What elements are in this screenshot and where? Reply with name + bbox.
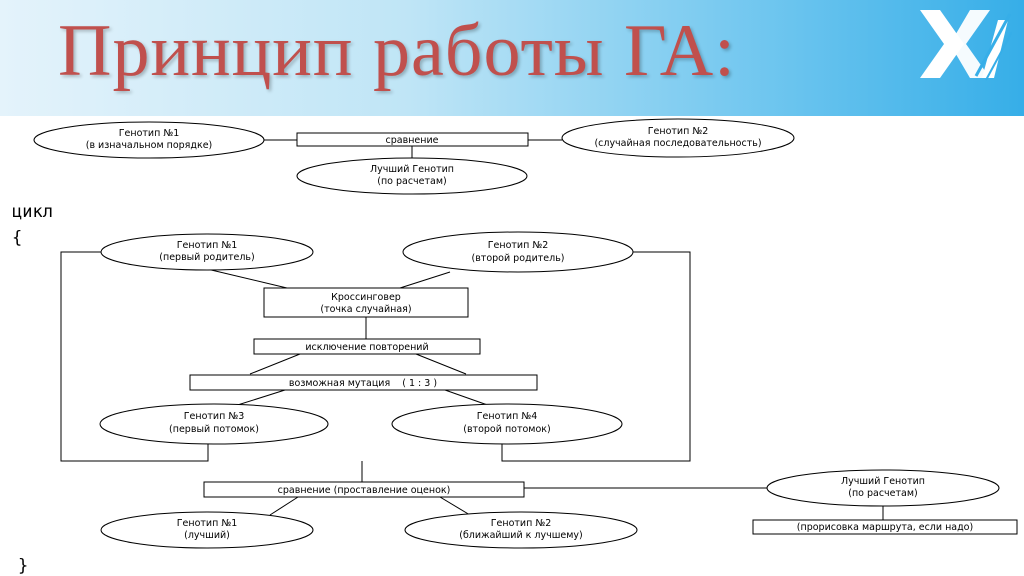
evaluate-label: сравнение (проставление оценок): [278, 485, 451, 496]
loop-open-brace: {: [12, 228, 23, 248]
parent1-desc: (первый родитель): [159, 252, 254, 263]
best-genotype-result-desc: (по расчетам): [848, 488, 918, 499]
genotype1-initial-desc: (в изначальном порядке): [86, 140, 213, 151]
best1-node: Генотип №1 (лучший): [100, 511, 314, 549]
crossover-desc: (точка случайная): [320, 304, 411, 315]
loop-keyword: цикл: [12, 202, 53, 222]
genotype2-random-node: Генотип №2 (случайная последовательность…: [561, 118, 795, 158]
child2-title: Генотип №4: [477, 411, 538, 422]
best2-title: Генотип №2: [491, 518, 552, 529]
parent1-title: Генотип №1: [177, 240, 238, 251]
title-banner: Принцип работы ГА:: [0, 0, 1024, 116]
xai-logo-icon: [920, 10, 1012, 81]
child2-node: Генотип №4 (второй потомок): [391, 403, 623, 445]
ga-flow-diagram: цикл { } Генотип №1 (в изнач: [0, 116, 1024, 576]
compare-label: сравнение: [386, 135, 439, 146]
mutation-node: возможная мутация ( 1 : 3 ): [189, 374, 538, 391]
crossover-node: Кроссинговер (точка случайная): [263, 287, 469, 318]
route-label: (прорисовка маршрута, если надо): [797, 522, 973, 533]
best2-desc: (ближайший к лучшему): [459, 530, 583, 541]
child2-desc: (второй потомок): [463, 424, 550, 435]
parent2-node: Генотип №2 (второй родитель): [402, 231, 634, 273]
best1-title: Генотип №1: [177, 518, 238, 529]
page-title: Принцип работы ГА:: [58, 10, 736, 92]
parent2-desc: (второй родитель): [471, 253, 564, 264]
child1-node: Генотип №3 (первый потомок): [99, 403, 329, 445]
child1-title: Генотип №3: [184, 411, 245, 422]
dedup-label: исключение повторений: [305, 342, 428, 353]
best-genotype-top-desc: (по расчетам): [377, 176, 447, 187]
dedup-node: исключение повторений: [253, 338, 481, 355]
connector-lines: [60, 139, 884, 520]
genotype2-random-desc: (случайная последовательность): [594, 138, 761, 149]
route-node: (прорисовка маршрута, если надо): [752, 519, 1018, 535]
parent1-node: Генотип №1 (первый родитель): [100, 233, 314, 271]
best-genotype-top-title: Лучший Генотип: [370, 164, 454, 175]
child1-desc: (первый потомок): [169, 424, 259, 435]
mutation-label: возможная мутация ( 1 : 3 ): [289, 378, 437, 389]
best-genotype-result-title: Лучший Генотип: [841, 476, 925, 487]
best-genotype-result-node: Лучший Генотип (по расчетам): [766, 469, 1000, 507]
crossover-title: Кроссинговер: [331, 292, 401, 303]
loop-close-brace: }: [18, 556, 29, 576]
compare-node: сравнение: [296, 132, 529, 147]
best1-desc: (лучший): [184, 530, 230, 541]
genotype1-initial-title: Генотип №1: [119, 128, 180, 139]
best2-node: Генотип №2 (ближайший к лучшему): [404, 511, 638, 549]
best-genotype-top-node: Лучший Генотип (по расчетам): [296, 157, 528, 195]
parent2-title: Генотип №2: [488, 240, 549, 251]
genotype2-random-title: Генотип №2: [648, 126, 709, 137]
evaluate-node: сравнение (проставление оценок): [203, 481, 525, 498]
genotype1-initial-node: Генотип №1 (в изначальном порядке): [33, 121, 265, 159]
